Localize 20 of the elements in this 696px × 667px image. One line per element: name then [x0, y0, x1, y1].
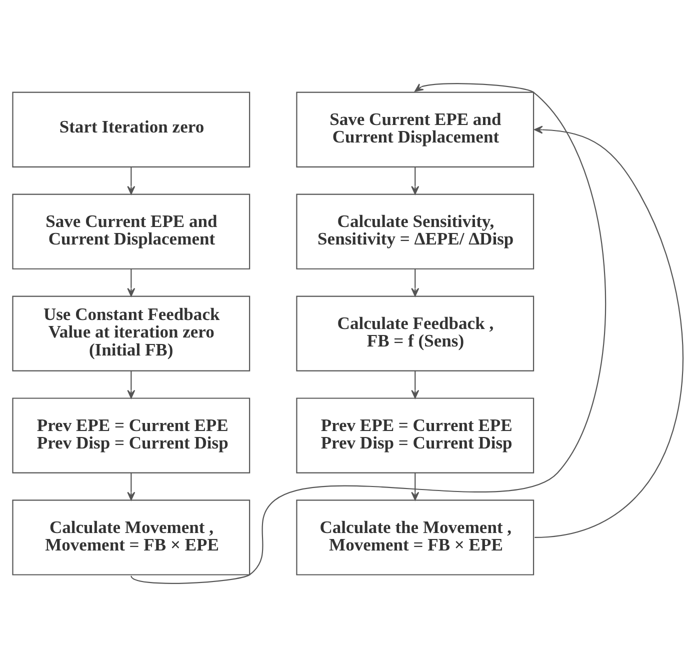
- node-box: Prev EPE = Current EPE Prev Disp = Current Disp: [296, 398, 534, 474]
- node-box: Use Constant Feedback Value at iteration zero (Initial FB): [12, 296, 250, 372]
- arrow: [411, 167, 420, 195]
- arrow: [534, 126, 684, 538]
- arrow: [411, 269, 420, 297]
- node-box: Save Current EPE and Current Displacement: [12, 194, 250, 270]
- arrow: [127, 370, 136, 399]
- node-box: Start Iteration zero: [12, 92, 250, 168]
- arrow: [127, 167, 136, 195]
- node-box: Calculate Sensitivity, Sensitivity = ΔEPE/ ΔDisp: [296, 194, 534, 270]
- node-box: Calculate Feedback , FB = f (Sens): [296, 296, 534, 372]
- arrow: [127, 472, 136, 500]
- arrow: [127, 269, 136, 297]
- node-box: Save Current EPE and Current Displacement: [296, 92, 534, 168]
- arrow: [411, 472, 420, 500]
- node-box: Calculate the Movement , Movement = FB × EPE: [296, 500, 534, 576]
- node-box: Prev EPE = Current EPE Prev Disp = Current Disp: [12, 398, 250, 474]
- arrow: [130, 83, 606, 584]
- node-box: Calculate Movement , Movement = FB × EPE: [12, 500, 250, 576]
- arrow: [411, 370, 420, 399]
